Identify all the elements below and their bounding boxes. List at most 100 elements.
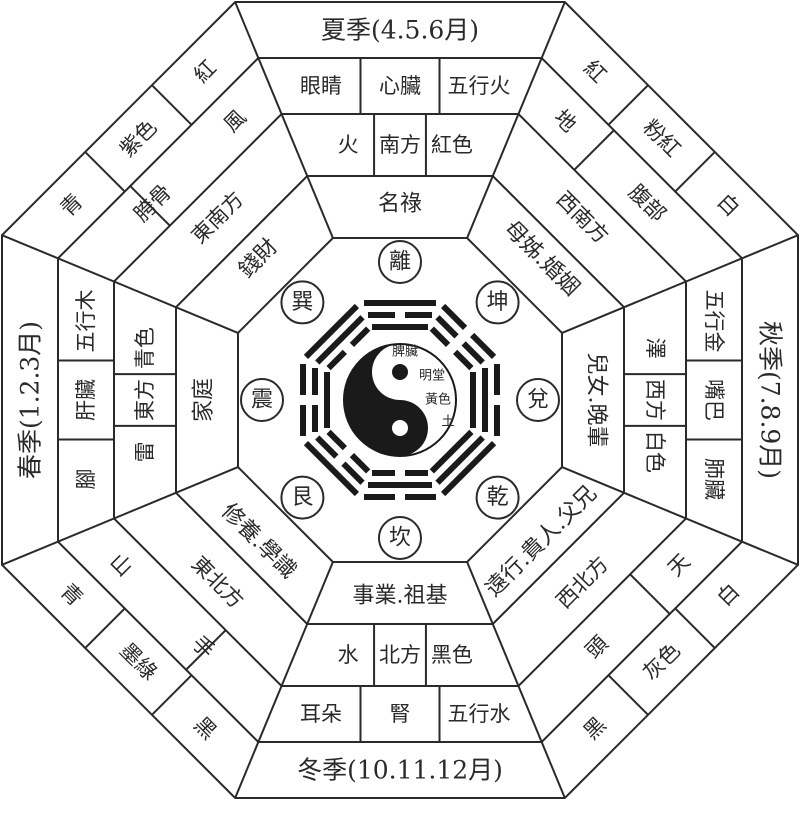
- east-cell-outer-2: 腳: [74, 468, 98, 489]
- west-cell-outer-1: 嘴巴: [702, 379, 726, 421]
- north-cell-outer-1: 腎: [390, 702, 411, 726]
- east-cell-inner-1: 東方: [133, 379, 157, 421]
- southwest-trigram-circle: [475, 280, 520, 325]
- season-spring: 春季(1.2.3月): [16, 321, 45, 479]
- north-aspect: 事業.祖基: [353, 584, 448, 609]
- east-cell-outer-0: 五行木: [74, 290, 98, 353]
- southwest-trigram-label: 坤: [487, 290, 509, 315]
- trigram-bars-4: [364, 470, 436, 500]
- trigram-bars-6: [300, 364, 330, 436]
- southeast-body: 胯骨: [130, 180, 177, 227]
- yang-line: [470, 372, 476, 428]
- corner-ray: [234, 1, 334, 239]
- yin-line-right: [453, 349, 474, 371]
- west-trigram-circle: [516, 378, 560, 422]
- northeast-body: 手: [187, 631, 219, 663]
- west-cell-inner-2: 白色: [643, 431, 667, 473]
- trigram-bars: [300, 300, 500, 500]
- divider-line: [607, 674, 649, 716]
- yin-line-right: [405, 312, 432, 318]
- south-cell-row1-2: 五行火: [447, 74, 510, 98]
- corner-ray: [561, 234, 799, 334]
- corner-ray: [234, 561, 334, 799]
- yin-line-left: [312, 405, 318, 432]
- trigram-bars-0: [364, 300, 436, 330]
- season-autumn: 秋季(7.8.9月): [756, 321, 785, 479]
- yin-line-left: [341, 461, 365, 485]
- east-cell-outer-1: 肝臟: [74, 379, 98, 421]
- northeast-element: 山: [105, 549, 137, 581]
- north-cell-inner-2: 黑色: [431, 643, 473, 667]
- south-cell-row1-1: 心臟: [379, 74, 421, 98]
- south-trigram-label: 離: [389, 250, 411, 275]
- southwest-direction: 西南方: [552, 187, 614, 249]
- yang-line: [368, 482, 432, 488]
- season-summer: 夏季(4.5.6月): [321, 16, 479, 45]
- west-cell-outer-0: 五行金: [702, 290, 726, 353]
- trigram-bars-2: [470, 364, 500, 436]
- yang-line: [303, 303, 359, 359]
- south-cell-row2-1: 南方: [379, 133, 421, 157]
- divider-line: [84, 607, 126, 649]
- northwest-body: 頭: [581, 631, 613, 663]
- yang-line: [429, 429, 474, 474]
- south-cell-row2-2: 紅色: [431, 133, 473, 157]
- divider-line: [151, 674, 193, 716]
- divider-line: [129, 185, 171, 227]
- northeast-trigram-label: 艮: [291, 485, 313, 510]
- yin-line-left: [349, 453, 371, 474]
- south-cell-row1-0: 眼睛: [300, 74, 342, 98]
- southeast-direction: 東南方: [187, 187, 249, 249]
- center-label-1: 明堂: [419, 369, 445, 384]
- yang-line: [435, 435, 485, 485]
- corner-ray: [1, 466, 239, 566]
- trigram-bars-5: [303, 429, 371, 497]
- yang-line: [482, 368, 488, 432]
- yang-line: [324, 372, 330, 428]
- southeast-color-1: 紫色: [115, 115, 162, 162]
- taiji-dot-dark: [392, 364, 408, 380]
- southeast-element: 風: [219, 105, 251, 137]
- yang-line: [315, 315, 365, 365]
- divider-line: [629, 573, 671, 615]
- yang-line: [364, 300, 436, 306]
- east-aspect: 家庭: [192, 378, 217, 422]
- north-cell-inner-0: 水: [338, 643, 359, 667]
- southwest-color-0: 紅: [579, 56, 611, 88]
- divider-line: [674, 151, 716, 193]
- northeast-color-1: 墨綠: [115, 638, 162, 685]
- southwest-color-2: 白: [712, 189, 744, 221]
- trigram-bars-1: [429, 303, 497, 371]
- southeast-trigram-label: 巽: [291, 290, 313, 315]
- northwest-trigram-label: 乾: [487, 485, 509, 510]
- south-trigram-circle: [378, 240, 422, 284]
- yang-line: [441, 441, 497, 497]
- yin-line-right: [461, 341, 485, 365]
- yin-line-left: [326, 349, 347, 371]
- west-cell-inner-1: 西方: [643, 379, 667, 421]
- yin-line-right: [470, 332, 497, 359]
- northeast-color-2: 黑: [189, 712, 221, 744]
- yin-line-left: [429, 326, 451, 347]
- north-trigram-label: 坎: [389, 526, 411, 551]
- north-cell-outer-0: 耳朵: [300, 702, 342, 726]
- yin-line-left: [368, 312, 395, 318]
- yin-line-left: [405, 494, 436, 500]
- northwest-trigram-circle: [475, 475, 520, 520]
- diagram-grid-lines: [1, 1, 799, 799]
- yin-line-right: [364, 494, 395, 500]
- southeast-color-0: 紅: [189, 56, 221, 88]
- divider-line: [84, 151, 126, 193]
- divider-line: [185, 629, 227, 671]
- east-trigram-circle: [240, 378, 284, 422]
- center-label-0: 脾臟: [392, 345, 418, 360]
- divider-line: [607, 84, 649, 126]
- south-aspect: 名祿: [378, 192, 422, 217]
- yin-line-right: [312, 368, 318, 395]
- northwest-color-2: 黑: [579, 712, 611, 744]
- northwest-color-0: 白: [712, 579, 744, 611]
- southeast-color-2: 青: [56, 189, 88, 221]
